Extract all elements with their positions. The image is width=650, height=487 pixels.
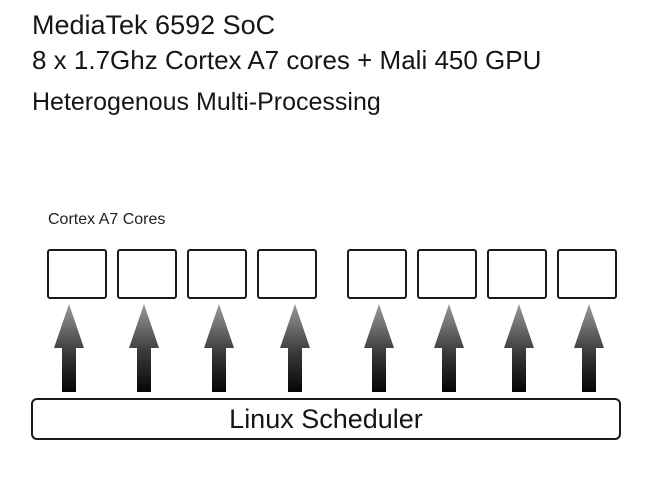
up-arrow-icon-6 [434,304,464,392]
up-arrow-icon-3 [204,304,234,392]
up-arrow-icon-5 [364,304,394,392]
up-arrow-icon-4 [280,304,310,392]
up-arrow-icon-7 [504,304,534,392]
slide-title: MediaTek 6592 SoC [32,10,276,40]
cpu-core-box-4 [257,249,317,299]
up-arrow-icon-1 [54,304,84,392]
scheduler-label: Linux Scheduler [229,404,423,434]
cpu-core-box-8 [557,249,617,299]
up-arrow-icon-2 [129,304,159,392]
cpu-core-box-7 [487,249,547,299]
cpu-core-box-2 [117,249,177,299]
slide-subtitle: 8 x 1.7Ghz Cortex A7 cores + Mali 450 GP… [32,45,542,75]
cpu-core-box-1 [47,249,107,299]
cpu-core-box-6 [417,249,477,299]
cpu-core-box-3 [187,249,247,299]
processing-mode-text: Heterogenous Multi-Processing [32,88,381,116]
linux-scheduler-box: Linux Scheduler [31,398,621,440]
cpu-core-box-5 [347,249,407,299]
cores-label: Cortex A7 Cores [48,211,166,228]
up-arrow-icon-8 [574,304,604,392]
